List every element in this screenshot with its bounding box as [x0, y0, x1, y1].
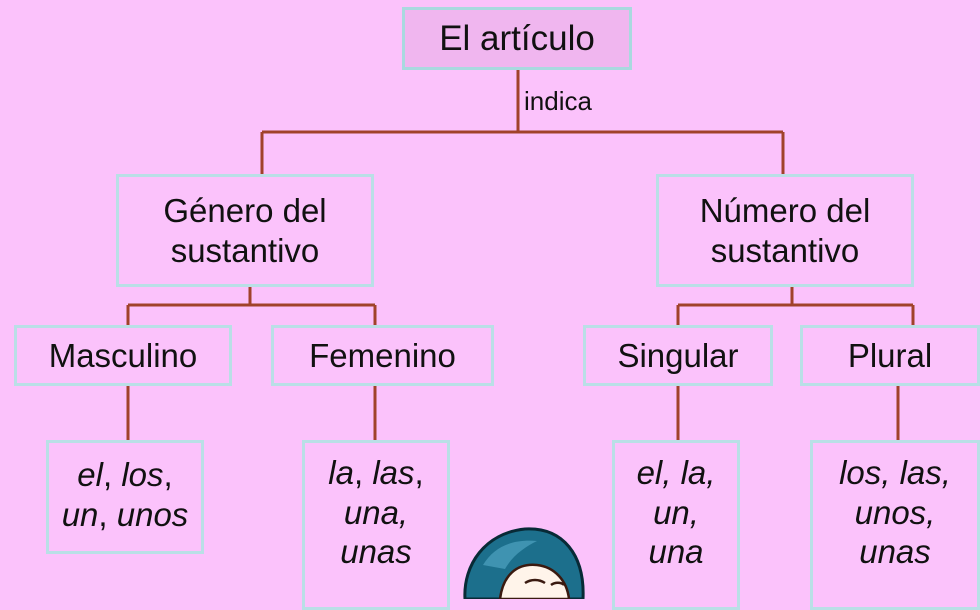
- femenino-node: Femenino: [271, 325, 494, 386]
- genero-line1: Género del: [163, 191, 327, 229]
- root-label: El artículo: [439, 18, 595, 58]
- singular-examples-line1: el, la,: [636, 454, 716, 491]
- singular-label: Singular: [617, 336, 739, 374]
- plural-node: Plural: [800, 325, 980, 386]
- femenino-examples-line3: unas: [340, 533, 412, 571]
- masculino-examples-line2: un, unos: [61, 495, 189, 533]
- genero-line2: sustantivo: [170, 231, 320, 269]
- plural-examples-line3: unas: [859, 533, 931, 571]
- singular-examples-line3: una: [648, 533, 704, 571]
- masculino-examples: el, los, un, unos: [46, 440, 204, 554]
- singular-examples: el, la, un, una: [612, 440, 740, 610]
- masculino-examples-line1: el, los,: [77, 456, 173, 493]
- numero-node: Número del sustantivo: [656, 174, 914, 287]
- femenino-examples-line1: la, las,: [328, 454, 424, 491]
- masculino-label: Masculino: [48, 336, 198, 374]
- masculino-node: Masculino: [14, 325, 232, 386]
- plural-examples: los, las, unos, unas: [810, 440, 980, 610]
- numero-line2: sustantivo: [710, 231, 860, 269]
- relation-label: indica: [524, 86, 592, 116]
- plural-examples-line1: los, las,: [839, 454, 951, 491]
- femenino-examples: la, las, una, unas: [302, 440, 450, 610]
- numero-line1: Número del: [699, 191, 871, 229]
- femenino-examples-line2: una,: [343, 493, 409, 531]
- genero-node: Género del sustantivo: [116, 174, 374, 287]
- root-node: El artículo: [402, 7, 632, 70]
- femenino-label: Femenino: [309, 336, 456, 374]
- plural-label: Plural: [847, 336, 933, 374]
- singular-node: Singular: [583, 325, 773, 386]
- girl-cartoon-icon: [463, 527, 585, 599]
- plural-examples-line2: unos,: [854, 493, 936, 531]
- singular-examples-line2: un,: [653, 493, 699, 531]
